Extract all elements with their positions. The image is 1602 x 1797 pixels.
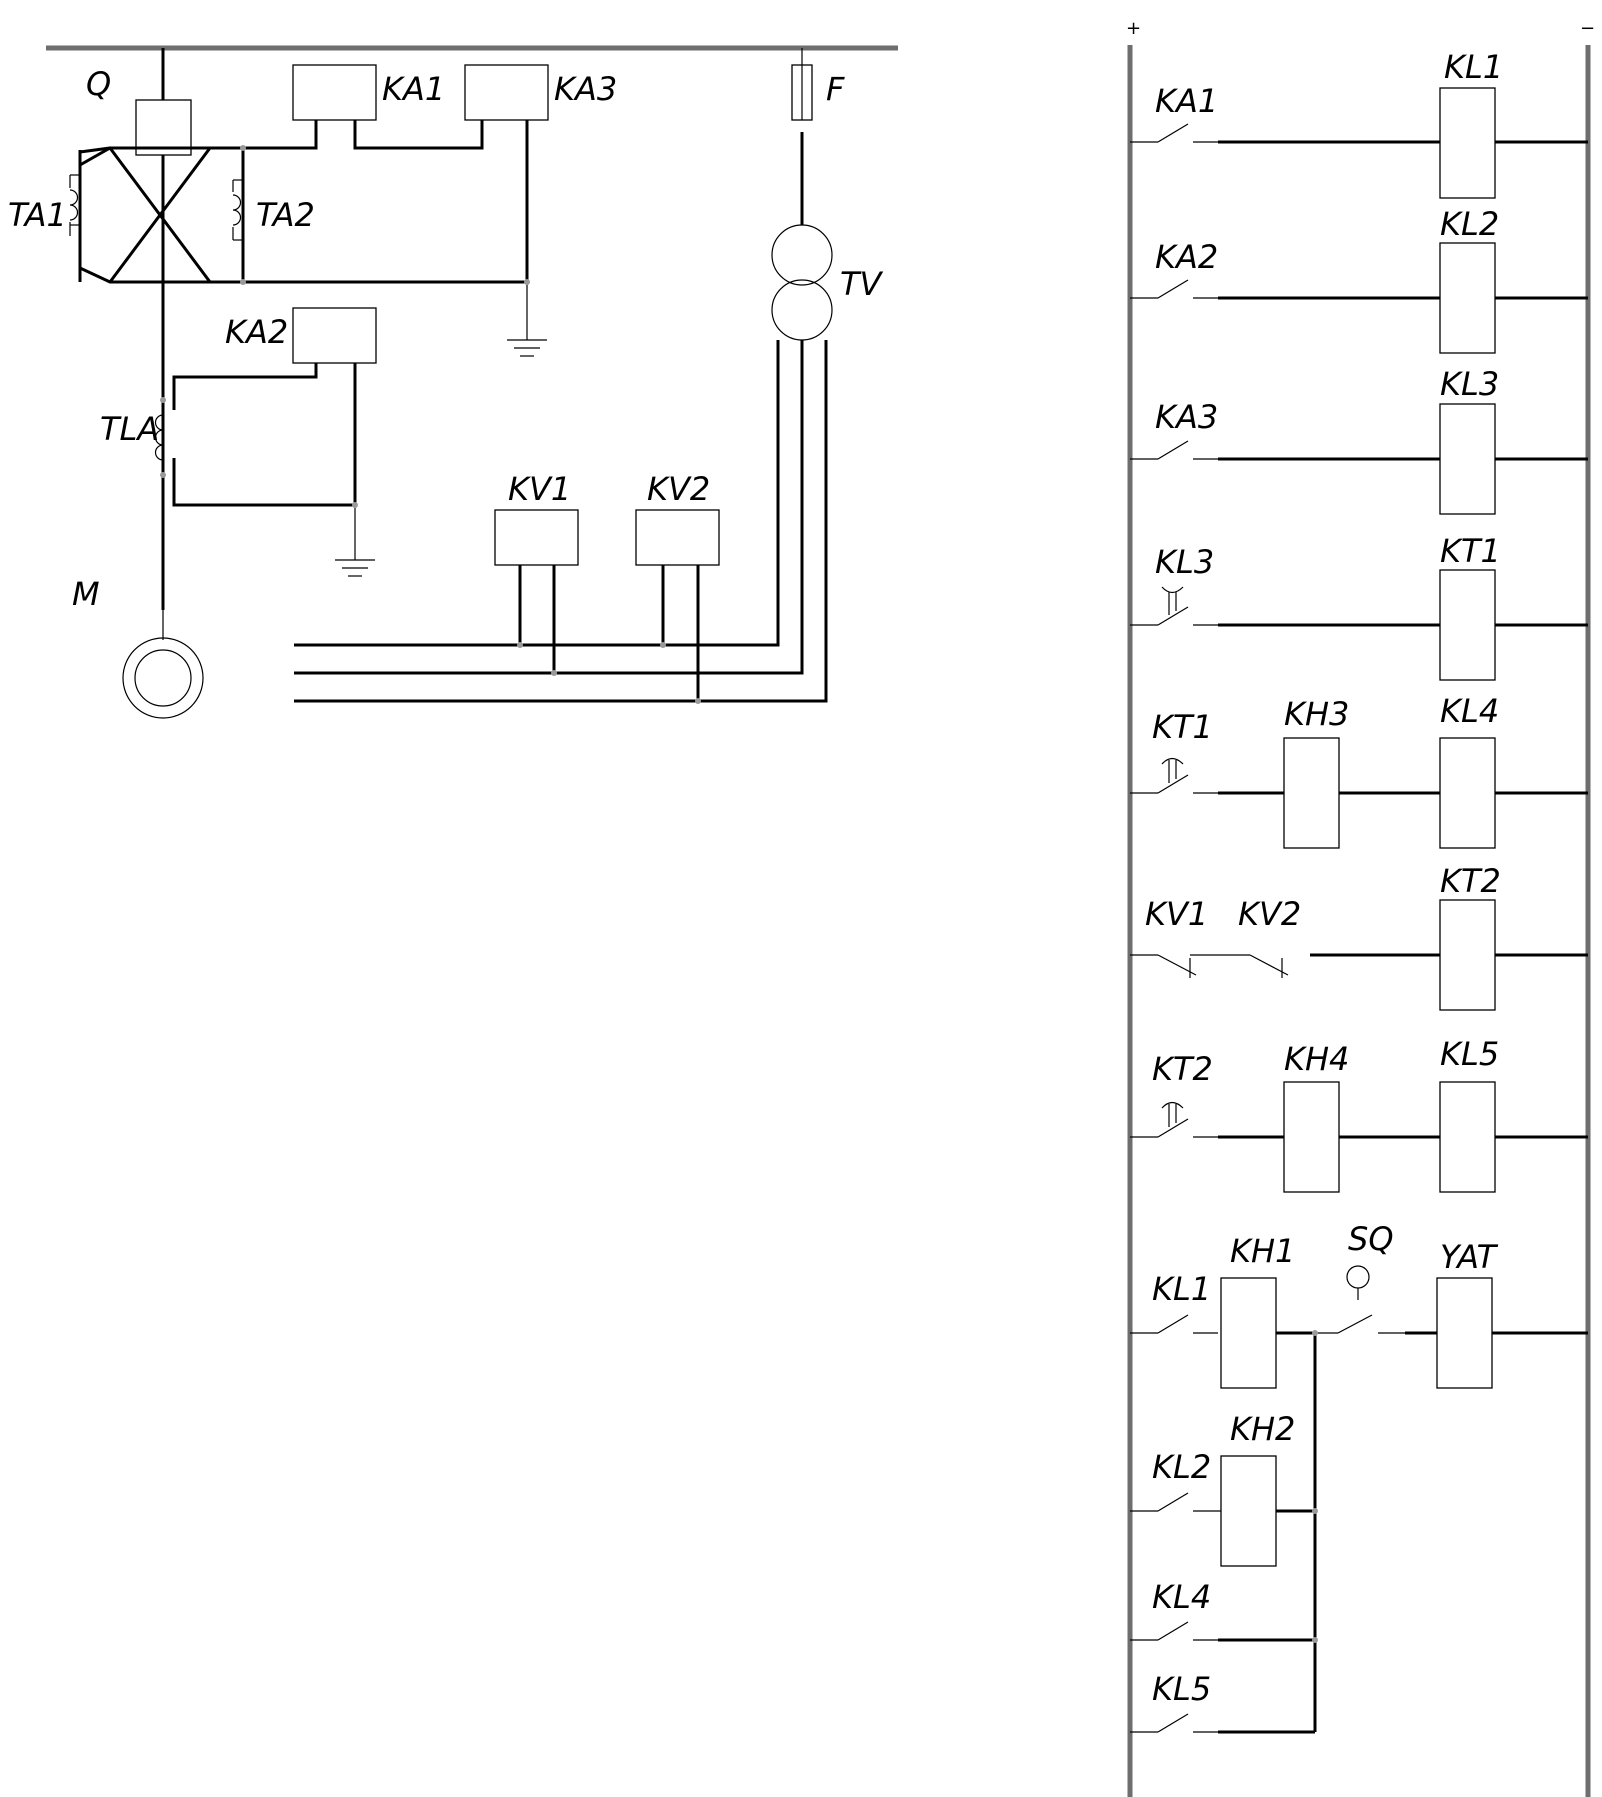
contact-kt2-label: KT2 [1152, 1050, 1213, 1088]
contact-ka1-label: KA1 [1155, 82, 1218, 120]
motor-symbol [122, 637, 204, 719]
relay-kv1-label: KV1 [508, 470, 571, 508]
tv-phase-c [294, 340, 828, 703]
rung-11: KL5 [1130, 1670, 1315, 1734]
indicator-kh2-label: KH2 [1230, 1410, 1295, 1448]
ct-ta1-label: TA1 [8, 196, 67, 234]
relay-ka2-box [292, 307, 377, 364]
relay-kv2-label: KV2 [647, 470, 710, 508]
contact-kl5-label: KL5 [1152, 1670, 1211, 1708]
coil-kt2 [1439, 899, 1496, 1011]
ka1-wire-in [243, 120, 318, 150]
indicator-kh1 [1220, 1277, 1277, 1389]
ct-ta1 [69, 174, 80, 236]
indicator-kh3 [1283, 737, 1340, 849]
voltage-transformer-tv [771, 224, 833, 341]
coil-kl4-label: KL4 [1440, 692, 1499, 730]
tla-wire-top [172, 363, 318, 410]
coil-kl1 [1439, 87, 1496, 199]
relay-ka1-box [292, 64, 377, 121]
rung-6: KV1 KV2 KT2 [1130, 862, 1588, 1011]
trip-coil-yat-label: YAT [1440, 1238, 1499, 1276]
limit-switch-sq-label: SQ [1348, 1220, 1394, 1258]
zero-sequence-ct-tla [154, 397, 166, 478]
power-circuit: Q TA1 TA2 KA1 KA3 [8, 45, 898, 719]
rung-7: KT2 KH4 KL5 [1130, 1035, 1588, 1193]
rung-10: KL4 [1130, 1578, 1318, 1643]
limit-switch-sq [1337, 1265, 1373, 1334]
breaker-q-box [135, 99, 192, 156]
minus-label: − [1580, 18, 1595, 39]
relay-kv1-box [494, 509, 579, 566]
contact-kv2-label: KV2 [1238, 895, 1301, 933]
control-circuit: + − KA1 KL1 KA2 KL2 [1126, 18, 1595, 1797]
relay-ka3-label: KA3 [554, 70, 617, 108]
ground-symbol-1 [507, 339, 547, 357]
indicator-kh4-label: KH4 [1284, 1040, 1349, 1078]
ka1-ka3-link [353, 120, 484, 150]
contact-kv1-label: KV1 [1145, 895, 1208, 933]
limit-switch-sq-actuator [1346, 1265, 1370, 1289]
tv-phase-a [294, 340, 780, 647]
timed-contact-kt2-mark [1161, 1101, 1184, 1127]
contact-kt1-label: KT1 [1152, 708, 1213, 746]
coil-kt1 [1439, 569, 1496, 681]
rung-3: KA3 KL3 [1130, 365, 1588, 515]
coil-kl1-label: KL1 [1444, 48, 1503, 86]
rung-1: KA1 KL1 [1130, 48, 1588, 199]
ct-ta2-label: TA2 [256, 196, 315, 234]
rung-5: KT1 KH3 KL4 [1130, 692, 1588, 849]
tla-wire-bottom [172, 363, 357, 507]
ct-ta2 [232, 179, 243, 241]
contact-kl1-label: KL1 [1152, 1270, 1211, 1308]
contact-ka2-label: KA2 [1155, 238, 1218, 276]
rung-2: KA2 KL2 [1130, 205, 1588, 354]
contact-kl4-label: KL4 [1152, 1578, 1211, 1616]
relay-ka2-label: KA2 [225, 313, 288, 351]
coil-kl2-label: KL2 [1440, 205, 1499, 243]
contact-kl3-label: KL3 [1155, 543, 1214, 581]
fuse-f-label: F [826, 70, 845, 108]
coil-kl4 [1439, 737, 1496, 849]
trip-coil-yat [1436, 1277, 1493, 1389]
contact-kl2-label: KL2 [1152, 1448, 1211, 1486]
rung-4: KL3 KT1 [1130, 532, 1588, 681]
coil-kt2-label: KT2 [1440, 862, 1501, 900]
ground-symbol-2 [335, 559, 375, 577]
relay-kv2-box [635, 509, 720, 566]
rung-9: KL2 KH2 [1130, 1410, 1318, 1567]
coil-kl2 [1439, 242, 1496, 354]
tv-label: TV [840, 265, 884, 303]
coil-kl3 [1439, 403, 1496, 515]
plus-label: + [1126, 18, 1141, 39]
rung-8: KL1 KH1 SQ YAT [1130, 1220, 1588, 1389]
contact-ka3-label: KA3 [1155, 398, 1218, 436]
breaker-q-label: Q [86, 65, 111, 103]
tv-phase-b [294, 340, 804, 675]
motor-label: M [72, 575, 100, 613]
tla-label: TLA [100, 410, 159, 448]
coil-kl5-label: KL5 [1440, 1035, 1499, 1073]
timed-contact-kt1-mark [1161, 757, 1184, 783]
relay-ka1-label: KA1 [382, 70, 445, 108]
coil-kl3-label: KL3 [1440, 365, 1499, 403]
indicator-kh2 [1220, 1455, 1277, 1567]
coil-kt1-label: KT1 [1440, 532, 1501, 570]
indicator-kh3-label: KH3 [1284, 695, 1349, 733]
ct-cross-wire-4 [108, 146, 243, 283]
indicator-kh4 [1283, 1081, 1340, 1193]
coil-kl5 [1439, 1081, 1496, 1193]
timed-contact-kl3-mark [1161, 586, 1184, 615]
relay-ka3-box [464, 64, 549, 121]
indicator-kh1-label: KH1 [1230, 1232, 1295, 1270]
